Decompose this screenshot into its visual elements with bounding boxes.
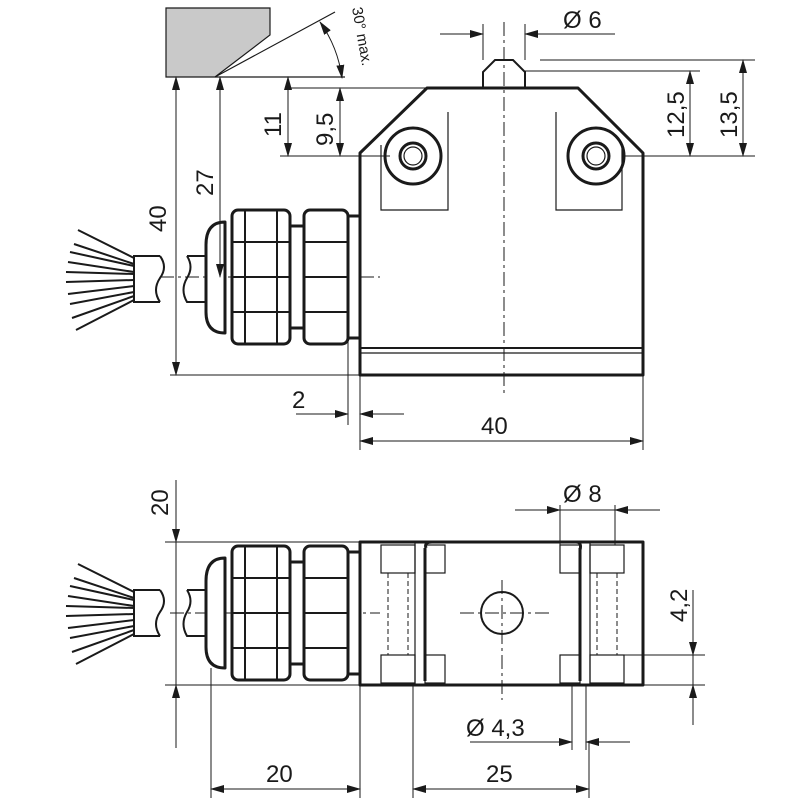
dim-label-4-2: 4,2 xyxy=(666,589,693,622)
cable-wires xyxy=(65,229,135,331)
dim-label-27: 27 xyxy=(192,169,219,196)
top-view: 20 Ø 8 4,2 Ø 4,3 xyxy=(65,480,705,798)
dim-label-20-height: 20 xyxy=(147,489,174,516)
dim-20-width: 20 xyxy=(210,668,361,798)
dim-label-20-width: 20 xyxy=(266,761,293,788)
dim-hole-dia-4-3: Ø 4,3 xyxy=(466,685,630,750)
dim-label-13-5: 13,5 xyxy=(716,91,743,138)
dim-label-hole-dia-8: Ø 8 xyxy=(563,481,602,508)
top-cable xyxy=(65,563,206,665)
dim-40-width: 40 xyxy=(359,375,644,450)
dim-2: 2 xyxy=(292,340,404,450)
dim-40-height: 40 xyxy=(145,76,360,376)
angle-label: 30° max. xyxy=(348,6,375,67)
dim-27: 27 xyxy=(192,76,224,278)
dim-label-11: 11 xyxy=(260,112,287,137)
dim-hole-dia-8: Ø 8 xyxy=(515,481,660,545)
switch-housing xyxy=(358,59,645,377)
mounting-hole-right xyxy=(566,126,626,186)
dim-4-2: 4,2 xyxy=(600,589,705,725)
mounting-hole-left xyxy=(383,126,443,186)
mounting-slot-left xyxy=(380,544,446,684)
dim-label-40-height: 40 xyxy=(145,205,172,232)
top-cable-gland xyxy=(204,544,362,682)
dim-20-height: 20 xyxy=(147,480,360,748)
dim-label-9-5: 9,5 xyxy=(312,113,339,146)
dim-right-heights: 12,5 13,5 xyxy=(525,59,755,157)
dim-label-12-5: 12,5 xyxy=(663,91,690,138)
dim-label-hole-dia-4-3: Ø 4,3 xyxy=(466,715,525,742)
dim-left-heights: 11 9,5 xyxy=(260,76,427,157)
dim-label-plunger-dia: Ø 6 xyxy=(563,7,602,34)
dim-label-40-width: 40 xyxy=(481,413,508,440)
side-view: 30° max. xyxy=(65,6,755,450)
dim-25: 25 xyxy=(359,685,590,798)
cable xyxy=(65,229,206,331)
cable-gland xyxy=(204,208,362,346)
dim-plunger-dia: Ø 6 xyxy=(440,7,615,60)
actuating-cam: 30° max. xyxy=(165,6,375,79)
top-cable-wires xyxy=(65,563,135,665)
dim-label-25: 25 xyxy=(486,761,513,788)
dim-label-2: 2 xyxy=(292,387,305,414)
mounting-slot-right xyxy=(559,544,625,684)
